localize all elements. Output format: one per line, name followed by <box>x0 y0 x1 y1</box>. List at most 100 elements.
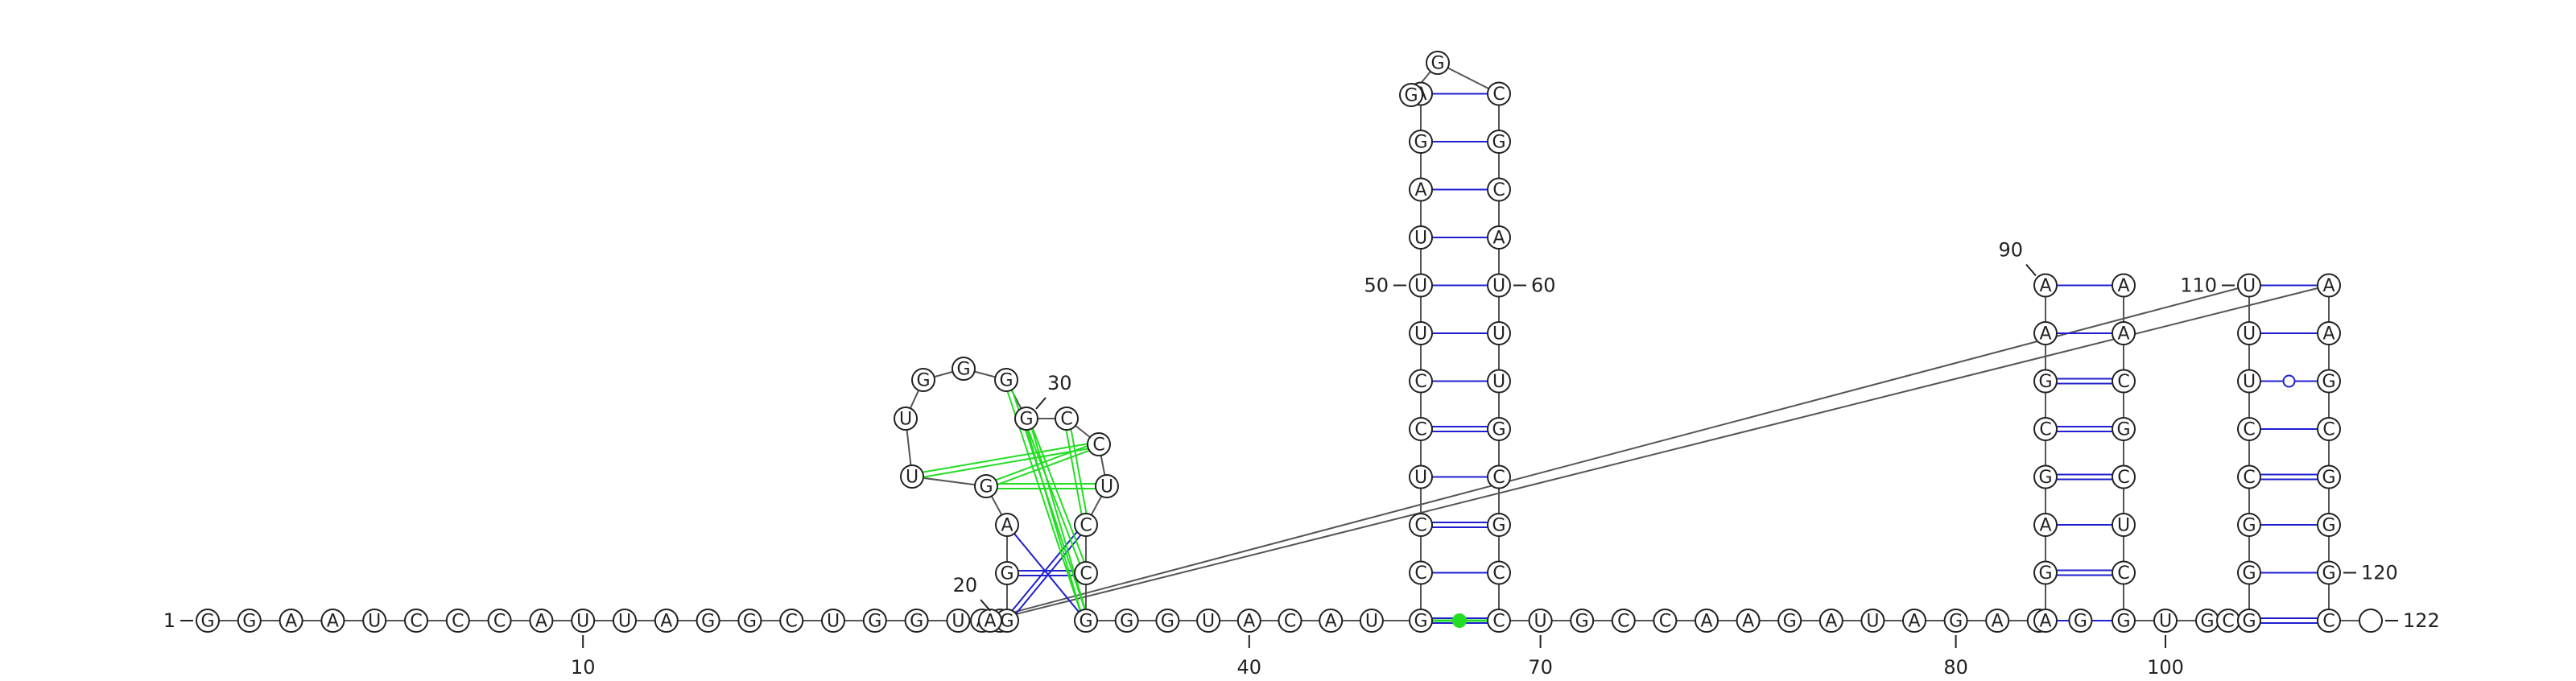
nucleotide-circle <box>1487 417 1511 441</box>
nucleotide-letter: A <box>2117 324 2129 345</box>
nucleotide-118: G <box>2317 464 2341 489</box>
nucleotide-33: U <box>1095 474 1119 498</box>
nucleotide-letter: C <box>1492 563 1505 584</box>
nucleotide-9: A <box>529 609 554 633</box>
nucleotide-67: G <box>1487 513 1511 537</box>
nucleotide-4: A <box>320 609 345 633</box>
nucleotide-letter: G <box>2322 372 2335 392</box>
nucleotide-100: U <box>2153 609 2178 633</box>
nucleotide-letter: U <box>1202 612 1215 632</box>
nucleotide-circle <box>1409 273 1433 298</box>
nucleotide-circle <box>946 609 971 633</box>
wobble-pair-marker <box>2282 374 2296 388</box>
position-label-tick <box>1035 397 1046 410</box>
nucleotide-circle <box>1074 513 1098 537</box>
nucleotide-70: U <box>1528 609 1553 633</box>
nucleotide-120: G <box>2317 560 2341 585</box>
nucleotide-circle <box>978 609 1002 633</box>
nucleotide-letter: G <box>200 612 214 632</box>
nucleotide-letter: U <box>368 612 381 632</box>
nucleotide-circle <box>1487 130 1511 154</box>
nucleotide-93: A <box>2112 321 2136 345</box>
nucleotide-circle <box>1409 130 1433 154</box>
nucleotide-102: C <box>2216 609 2240 633</box>
nucleotide-98: C <box>2112 560 2136 585</box>
nucleotide-letter: A <box>1825 612 1837 632</box>
nucleotide-circle <box>2033 273 2058 298</box>
nucleotide-53: A <box>1409 177 1433 202</box>
nucleotide-circle <box>1155 609 1180 633</box>
nucleotide-circle <box>2033 560 2058 585</box>
backbone-link <box>911 476 987 487</box>
nucleotide-letter: G <box>979 477 993 497</box>
nucleotide-letter: C <box>1414 372 1426 392</box>
nucleotide-circle <box>994 368 1018 392</box>
nucleotide-circle <box>1818 609 1843 633</box>
nucleotide-letter: A <box>1414 180 1426 200</box>
nucleotide-letter: U <box>2159 612 2172 632</box>
position-label-text: 70 <box>1528 656 1553 679</box>
nucleotide-12: A <box>654 609 679 633</box>
nucleotide-64: U <box>1487 369 1511 394</box>
nucleotide-letter: C <box>2222 612 2234 632</box>
nucleotide-circle <box>362 609 387 633</box>
nucleotide-26: U <box>894 407 918 431</box>
nucleotide-letter: C <box>2322 612 2334 632</box>
nucleotide-letter: A <box>1992 612 2004 632</box>
nucleotide-88: C <box>2033 417 2058 441</box>
nucleotide-circle <box>1528 609 1553 633</box>
nucleotide-letter: C <box>1080 564 1092 584</box>
nucleotide-89: G <box>2033 369 2058 394</box>
nucleotide-letter: A <box>984 612 996 632</box>
nucleotide-letter: C <box>786 612 798 632</box>
position-label-80: 80 <box>1943 635 1968 679</box>
nucleotide-letter: U <box>1100 477 1113 497</box>
position-label-tick <box>2025 263 2037 277</box>
nucleotide-letter: G <box>1414 133 1427 153</box>
nucleotide-letter: G <box>2038 468 2052 488</box>
nucleotide-letter: A <box>1908 612 1920 632</box>
nucleotide-101: G <box>2195 609 2219 633</box>
nucleotide-letter: G <box>2242 563 2256 584</box>
pseudoknot-pair <box>1070 429 1088 514</box>
nucleotide-circle <box>2153 609 2178 633</box>
nucleotide-letter: A <box>660 612 672 632</box>
nucleotide-letter: C <box>452 612 464 632</box>
nucleotide-letter: C <box>1414 516 1426 536</box>
nucleotide-circle <box>2237 464 2261 489</box>
nucleotide-96: C <box>2112 464 2136 489</box>
nucleotide-circle <box>696 609 720 633</box>
nucleotide-circle <box>2237 513 2261 537</box>
nucleotide-34: C <box>1074 513 1098 537</box>
nucleotide-circle <box>1570 609 1595 633</box>
nucleotide-letter: G <box>2242 612 2256 632</box>
position-label-text: 50 <box>1364 274 1389 297</box>
nucleotide-circle <box>2068 609 2093 633</box>
nucleotide-letter: U <box>1866 612 1879 632</box>
nucleotide-18: G <box>904 609 929 633</box>
nucleotide-109: U <box>2237 369 2261 394</box>
nucleotide-letter: G <box>2116 612 2130 632</box>
position-label-text: 10 <box>571 656 596 679</box>
nucleotide-letter: C <box>1492 468 1505 488</box>
nucleotide-letter: G <box>2074 612 2087 632</box>
nucleotide-51: U <box>1409 273 1433 298</box>
nucleotide-letter: U <box>827 612 840 632</box>
nucleotide-117: C <box>2317 417 2341 441</box>
nucleotide-circle <box>1074 561 1098 585</box>
nucleotide-circle <box>1653 609 1678 633</box>
nucleotide-letter: G <box>2038 563 2052 584</box>
nucleotide-letter: A <box>1243 612 1255 632</box>
nucleotide-circle <box>571 609 596 633</box>
nucleotide-letter: C <box>1414 420 1426 440</box>
position-label-100: 100 <box>2147 635 2184 679</box>
nucleotide-62: U <box>1487 273 1511 298</box>
nucleotide-49: C <box>1409 369 1433 394</box>
nucleotide-letter: G <box>999 371 1013 391</box>
nucleotide-letter: C <box>2243 420 2255 440</box>
nucleotide-circle <box>1278 609 1302 633</box>
nucleotide-circle <box>1487 225 1511 250</box>
nucleotide-letter: A <box>1742 612 1754 632</box>
nucleotide-90: A <box>2033 321 2058 345</box>
